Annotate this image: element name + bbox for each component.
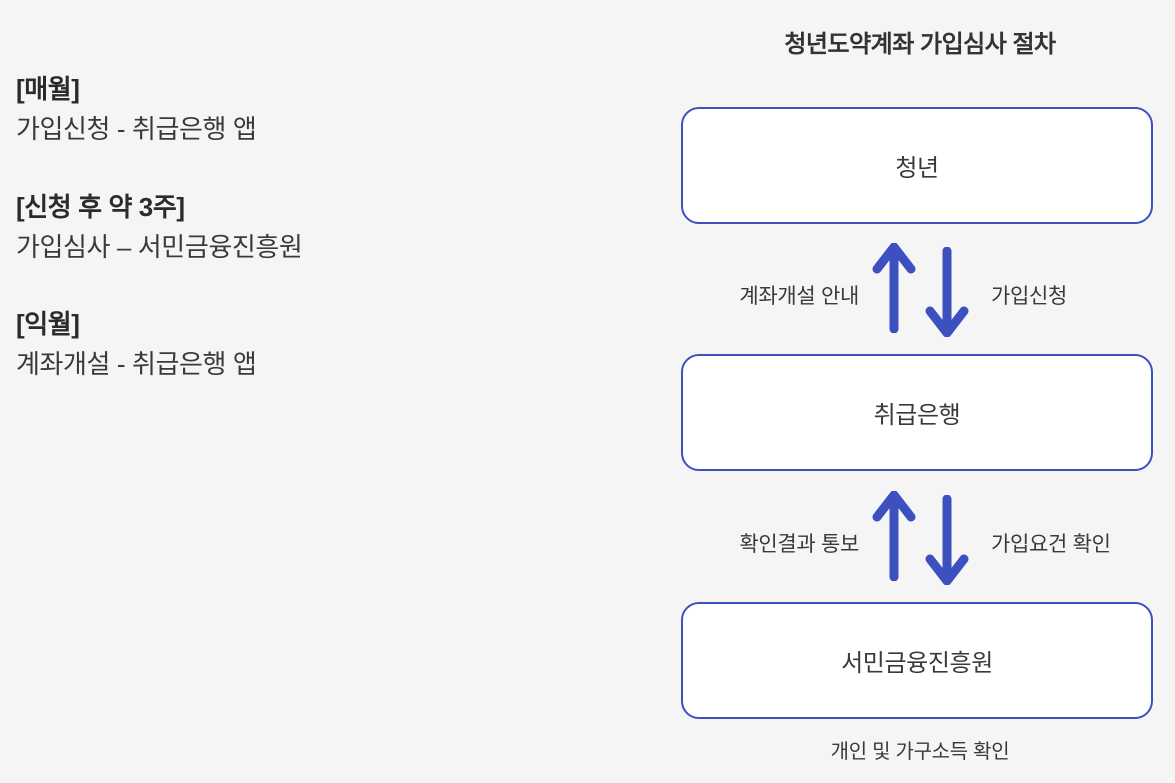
node-box-youth: 청년 [681,107,1153,224]
diagram-footnote: 개인 및 가구소득 확인 [830,741,1010,763]
schedule-column: [매월] 가입신청 - 취급은행 앱 [신청 후 약 3주] 가입심사 – 서민… [16,72,576,383]
edge-label-right: 가입요건 확인 [991,533,1111,556]
schedule-group-review: [신청 후 약 3주] 가입심사 – 서민금융진흥원 [16,190,576,266]
schedule-group-monthly: [매월] 가입신청 - 취급은행 앱 [16,72,576,148]
arrow-down-icon [924,247,970,337]
edge-label-left: 계좌개설 안내 [739,285,859,308]
node-label: 서민금융진흥원 [841,650,993,677]
schedule-heading: [신청 후 약 3주] [16,191,185,222]
schedule-group-next-month: [익월] 계좌개설 - 취급은행 앱 [16,307,576,383]
arrow-band-top: 계좌개설 안내 가입신청 [681,230,1159,350]
diagram-title: 청년도약계좌 가입심사 절차 [784,31,1056,58]
schedule-detail: 가입신청 - 취급은행 앱 [16,113,257,144]
schedule-detail: 가입심사 – 서민금융진흥원 [16,231,303,262]
arrow-up-icon [871,243,917,333]
arrow-band-bottom: 확인결과 통보 가입요건 확인 [681,478,1159,598]
node-label: 취급은행 [873,402,961,429]
arrow-down-icon [924,495,970,585]
node-box-bank: 취급은행 [681,354,1153,471]
schedule-heading: [매월] [16,74,80,104]
flow-diagram: 청년도약계좌 가입심사 절차 청년 계좌개설 안내 가입신청 취급은행 [681,0,1159,783]
arrow-up-icon [871,491,917,581]
node-label: 청년 [895,155,939,182]
schedule-detail: 계좌개설 - 취급은행 앱 [16,349,257,380]
node-box-kinfa: 서민금융진흥원 [681,602,1153,719]
edge-label-right: 가입신청 [991,285,1068,308]
schedule-heading: [익월] [16,309,80,340]
edge-label-left: 확인결과 통보 [739,533,859,556]
